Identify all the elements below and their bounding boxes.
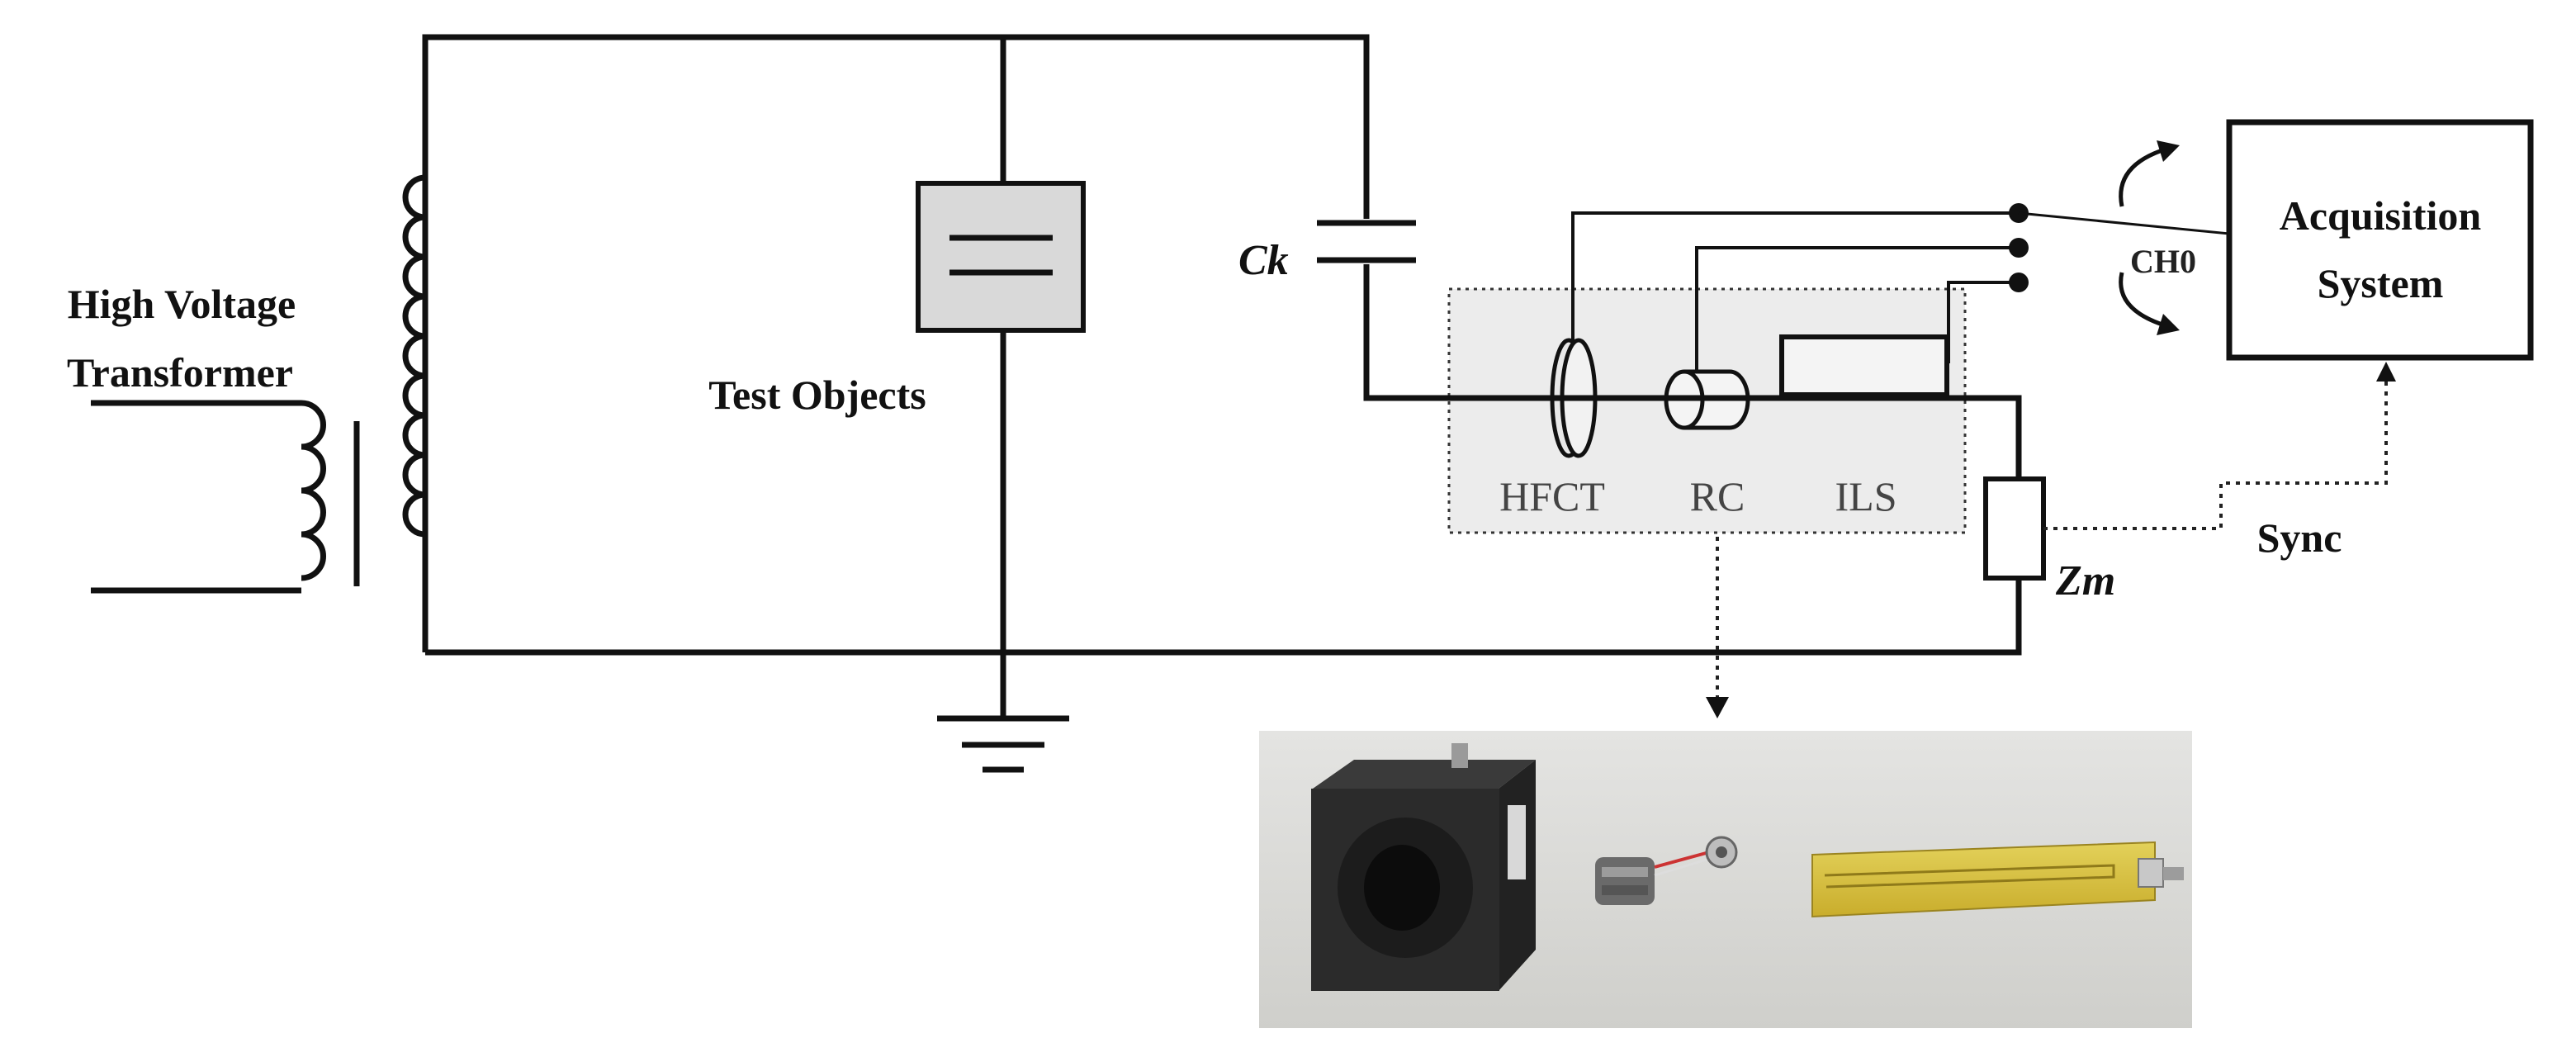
channel-selector-arrow	[2119, 140, 2180, 335]
transformer-label-line2: Transformer	[67, 349, 293, 396]
photo-ils	[1811, 841, 2184, 918]
selector-wire	[2018, 211, 2230, 235]
ils-symbol	[1779, 334, 1949, 397]
acquisition-label-line2: System	[2318, 260, 2444, 306]
secondary-coil	[301, 400, 326, 581]
photo-pointer-arrow	[1706, 537, 1729, 718]
hfct-label: HFCT	[1499, 473, 1605, 519]
acquisition-system-box	[2226, 119, 2534, 361]
coupling-capacitor	[1317, 220, 1416, 263]
sync-line	[2043, 362, 2396, 530]
photo-rc	[1595, 836, 1738, 905]
ground-symbol	[937, 715, 1069, 773]
sensors-photo	[1259, 731, 2192, 1028]
measuring-impedance	[1983, 476, 2046, 581]
acquisition-label-line1: Acquisition	[2280, 192, 2482, 239]
test-objects-label: Test Objects	[708, 372, 926, 418]
transformer-label-line1: High Voltage	[68, 281, 296, 327]
primary-coil	[402, 174, 426, 538]
photo-hfct	[1311, 743, 1536, 991]
rc-label: RC	[1690, 473, 1745, 519]
test-object	[916, 181, 1086, 333]
ils-label: ILS	[1835, 473, 1897, 519]
sensor-signal-wires	[1571, 203, 2230, 384]
ck-label: Ck	[1238, 237, 1289, 284]
test-object-box	[916, 181, 1086, 333]
zm-label: Zm	[2055, 557, 2115, 604]
terminal-rc	[2009, 238, 2029, 258]
high-voltage-transformer	[91, 37, 429, 652]
circuit-wires	[422, 34, 2022, 718]
sync-label: Sync	[2257, 514, 2342, 561]
terminal-ils	[2009, 273, 2029, 292]
ch0-label: CH0	[2130, 243, 2196, 280]
